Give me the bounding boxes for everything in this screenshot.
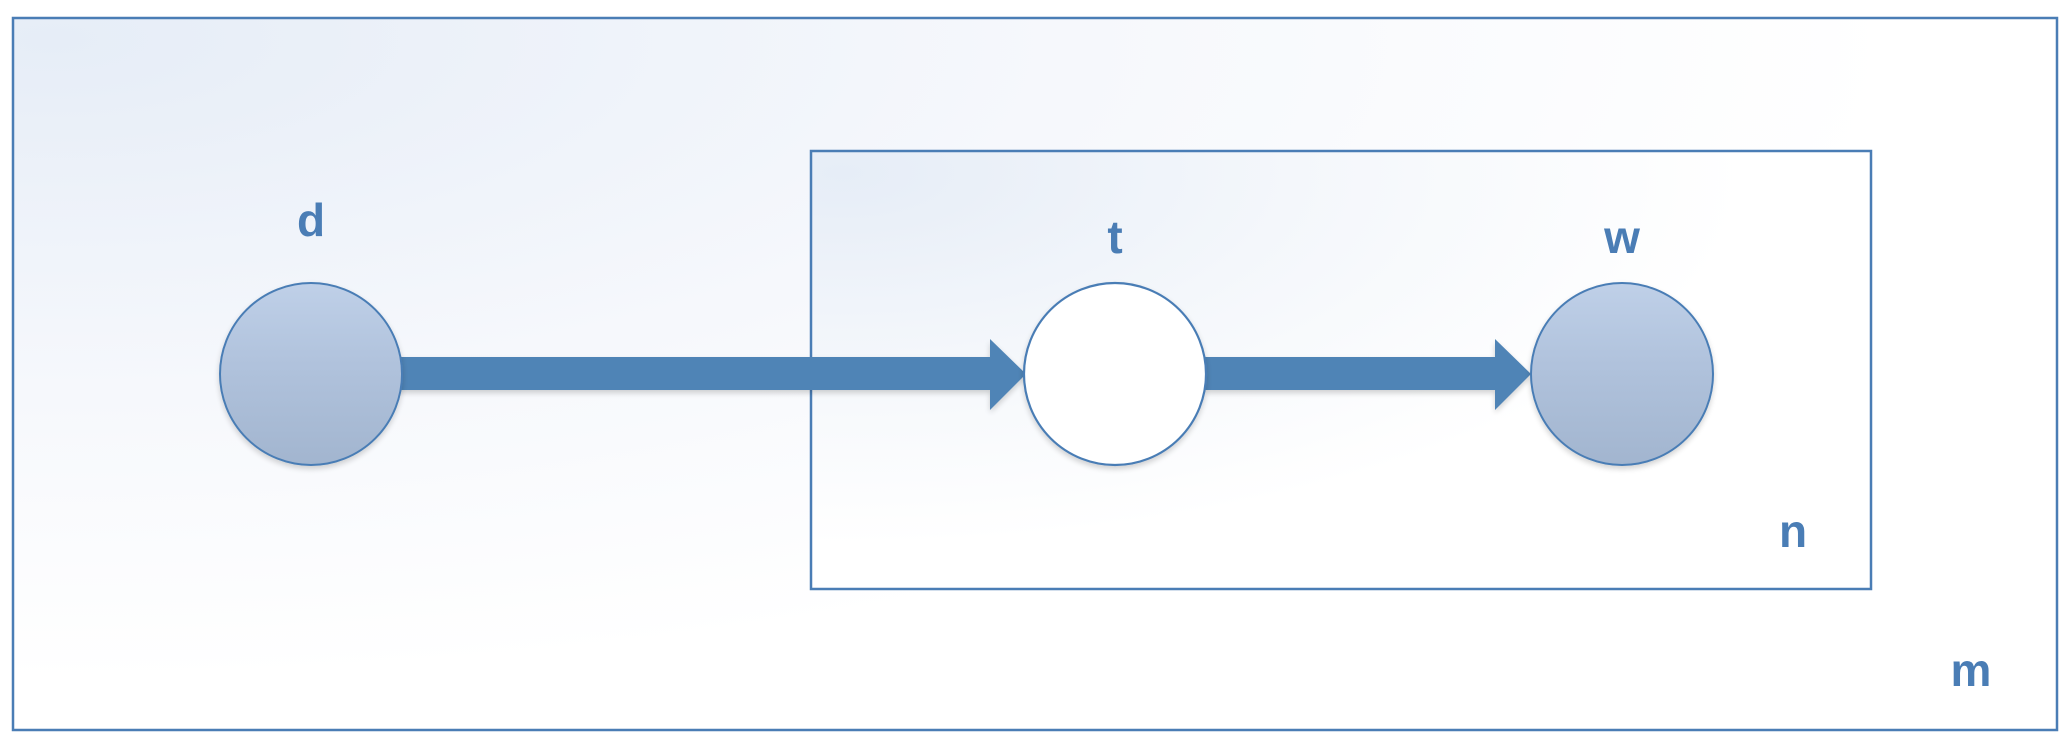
node-w-label: w: [1603, 211, 1640, 263]
plate-outer-label: m: [1951, 644, 1992, 696]
edge-t-to-w: [1205, 339, 1531, 410]
node-d: [219, 282, 403, 466]
node-t-label: t: [1107, 211, 1122, 263]
node-t: [1022, 281, 1208, 467]
plate-inner-label: n: [1779, 505, 1807, 557]
node-w: [1530, 282, 1714, 466]
edge-d-to-t: [398, 339, 1026, 410]
node-d-label: d: [297, 194, 325, 246]
